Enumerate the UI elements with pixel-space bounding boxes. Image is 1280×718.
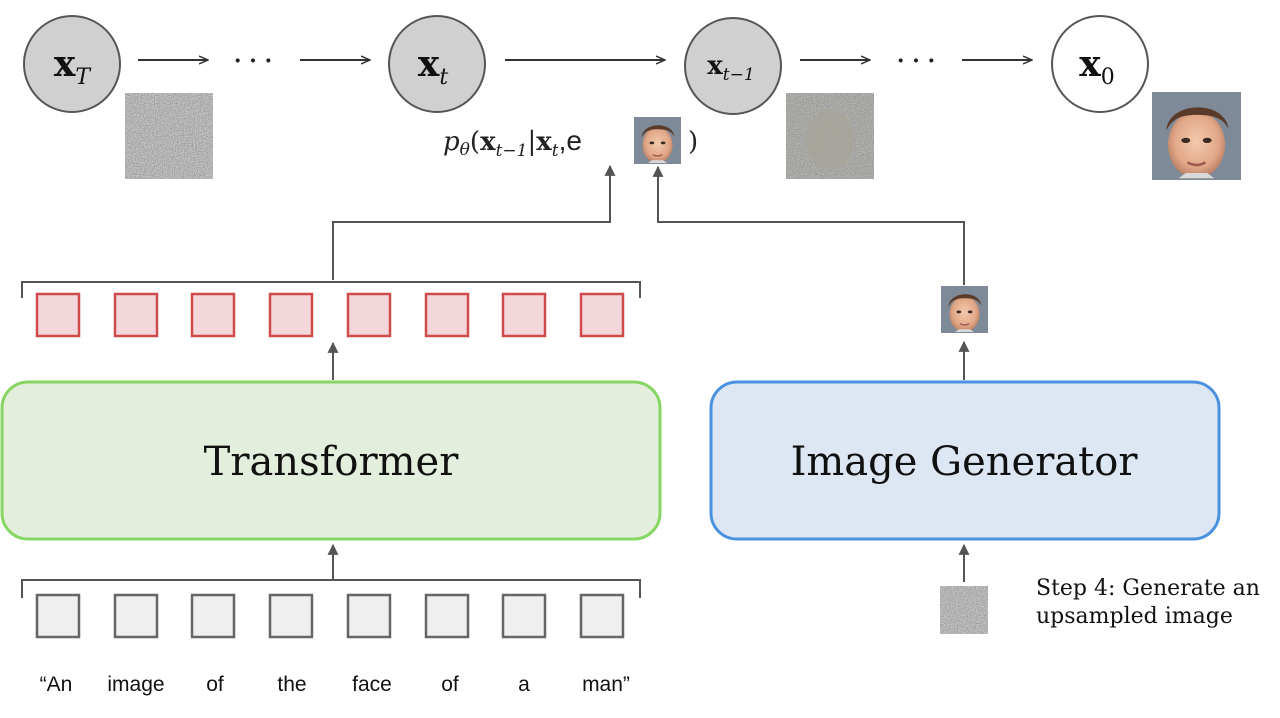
input-token (579, 593, 625, 639)
formula-p: p (443, 127, 460, 157)
generated-face-image-x0 (1150, 90, 1243, 182)
input-token (501, 593, 547, 639)
node-xt-base: x (418, 43, 440, 85)
node-x0: x0 (1051, 15, 1149, 113)
input-caption: “An image of the face of a man” (40, 673, 630, 696)
formula-sub-t: t (552, 141, 559, 161)
caption-word: face (352, 673, 392, 696)
node-xT-sub: T (75, 65, 92, 90)
formula-theta: θ (460, 140, 470, 160)
formula-comma-e: ,e (559, 125, 582, 156)
formula-bar: | (527, 127, 536, 157)
caption-word: the (277, 673, 306, 696)
transformer-label: Transformer (204, 439, 460, 485)
input-token (424, 593, 470, 639)
formula-open-paren: ( (470, 127, 480, 157)
generated-small-face-image (940, 285, 989, 334)
svg-text:xt−1: xt−1 (707, 51, 754, 85)
node-xt-sub: t (439, 65, 448, 90)
input-token (35, 593, 81, 639)
output-token (268, 292, 314, 338)
input-token-bracket (21, 579, 641, 598)
output-token-row (35, 292, 625, 338)
node-xt-minus-1-base: x (707, 51, 723, 81)
svg-text:xt: xt (418, 43, 448, 90)
formula-x-t: x (536, 127, 552, 157)
image-conditioning-connector (652, 165, 965, 285)
transformer-block: Transformer (0, 380, 662, 541)
conditional-probability-formula: pθ(xt−1|xt,e ) (443, 116, 698, 165)
output-token (501, 292, 547, 338)
caption-word: man” (582, 673, 630, 696)
generator-noise-input (940, 586, 988, 634)
output-token-bracket (21, 281, 641, 298)
node-xT-base: x (54, 43, 76, 85)
step-note-line2: upsampled image (1036, 604, 1233, 629)
caption-word: of (441, 673, 459, 696)
step-note-line1: Step 4: Generate an (1036, 576, 1260, 601)
step-note: Step 4: Generate an upsampled image (1036, 576, 1260, 629)
output-token (346, 292, 392, 338)
partially-denoised-image-xt-minus-1 (786, 93, 874, 179)
output-token (190, 292, 236, 338)
node-x0-sub: 0 (1101, 65, 1115, 90)
node-xt-minus-1: xt−1 (684, 17, 782, 115)
formula-x-prev: x (480, 127, 496, 157)
output-token (35, 292, 81, 338)
node-xt: xt (388, 15, 486, 113)
node-x0-base: x (1079, 43, 1101, 85)
chain-ellipsis: · · · (897, 48, 935, 74)
input-token (190, 593, 236, 639)
output-token (113, 292, 159, 338)
svg-text:x0: x0 (1079, 43, 1114, 90)
caption-word: “An (40, 673, 73, 696)
node-xT: xT (23, 15, 121, 113)
caption-word: image (107, 673, 164, 696)
text-embedding-connector (332, 164, 616, 280)
chain-ellipsis: · · · (234, 48, 272, 74)
input-token (346, 593, 392, 639)
image-generator-label: Image Generator (791, 439, 1139, 485)
formula-close-paren: ) (688, 127, 698, 157)
svg-text:xT: xT (54, 43, 92, 90)
input-token (268, 593, 314, 639)
caption-word: of (206, 673, 224, 696)
formula-sub-prev: t−1 (496, 141, 528, 161)
formula-face-image (633, 116, 682, 165)
input-token-row (35, 593, 625, 639)
image-generator-block: Image Generator (709, 380, 1221, 541)
noise-image-xT (125, 93, 213, 179)
svg-text:pθ(xt−1|xt,e: pθ(xt−1|xt,e (443, 125, 582, 161)
output-token (579, 292, 625, 338)
output-token (424, 292, 470, 338)
input-token (113, 593, 159, 639)
node-xt-minus-1-sub: t−1 (723, 65, 755, 85)
caption-word: a (518, 673, 530, 696)
